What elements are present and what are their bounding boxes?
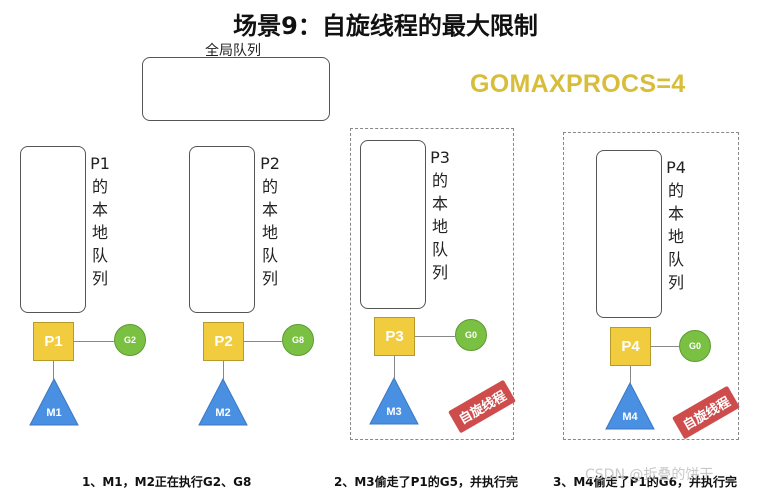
queue-label-line: 队 bbox=[431, 240, 448, 259]
m2-triangle bbox=[198, 378, 248, 426]
p2-processor: P2 bbox=[203, 322, 244, 361]
queue-label-line: 列 bbox=[261, 269, 278, 288]
p4-g-connector bbox=[651, 346, 679, 347]
queue-label-line: 队 bbox=[261, 246, 278, 265]
queue-label-line: 本 bbox=[667, 204, 684, 223]
queue-label-line: 列 bbox=[667, 273, 684, 292]
p2-local-queue-box bbox=[189, 146, 255, 313]
p3-g-connector bbox=[415, 336, 455, 337]
queue-label-line: 列 bbox=[91, 269, 108, 288]
global-queue-box bbox=[142, 57, 330, 121]
p2-m-connector bbox=[223, 361, 224, 379]
m1-triangle bbox=[29, 378, 79, 426]
p1-g-connector bbox=[74, 341, 114, 342]
queue-label-line: 本 bbox=[431, 194, 448, 213]
p1-m-connector bbox=[53, 361, 54, 379]
g8-goroutine: G8 bbox=[282, 324, 314, 356]
p1-processor: P1 bbox=[33, 322, 74, 361]
p3-local-queue-box bbox=[360, 140, 426, 309]
queue-label-line: 本 bbox=[261, 200, 278, 219]
g0-goroutine: G0 bbox=[679, 330, 711, 362]
queue-label-line: P3 bbox=[430, 148, 450, 167]
queue-label-line: P2 bbox=[260, 154, 280, 173]
queue-label-line: P4 bbox=[666, 158, 686, 177]
p4-m-connector bbox=[630, 366, 631, 383]
m2-label: M2 bbox=[215, 407, 231, 419]
p4-spin-group bbox=[563, 132, 739, 440]
caption-step-1: 1、M1，M2正在执行G2、G8 bbox=[82, 475, 252, 489]
m4-triangle bbox=[605, 382, 655, 430]
queue-label-line: P1 bbox=[90, 154, 110, 173]
p3-m-connector bbox=[394, 356, 395, 378]
queue-label-line: 本 bbox=[91, 200, 108, 219]
queue-label-line: 的 bbox=[91, 177, 108, 196]
m3-triangle bbox=[369, 377, 419, 425]
p3-spin-group bbox=[350, 128, 514, 440]
g2-goroutine: G2 bbox=[114, 324, 146, 356]
queue-label-line: 队 bbox=[91, 246, 108, 265]
p4-processor: P4 bbox=[610, 327, 651, 366]
queue-label-line: 的 bbox=[431, 171, 448, 190]
m1-label: M1 bbox=[46, 407, 62, 419]
m4-label: M4 bbox=[622, 411, 638, 423]
p1-local-queue-box bbox=[20, 146, 86, 313]
global-queue-label: 全局队列 bbox=[205, 43, 261, 59]
caption-step-3: 3、M4偷走了P1的G6，并执行完 bbox=[553, 475, 737, 489]
m3-label: M3 bbox=[386, 406, 402, 418]
gomaxprocs-label: GOMAXPROCS=4 bbox=[470, 70, 686, 98]
queue-label-line: 地 bbox=[261, 223, 278, 242]
queue-label-line: 队 bbox=[667, 250, 684, 269]
queue-label-line: 列 bbox=[431, 263, 448, 282]
queue-label-line: 的 bbox=[667, 181, 684, 200]
queue-label-line: 地 bbox=[431, 217, 448, 236]
queue-label-line: 的 bbox=[261, 177, 278, 196]
queue-label-line: 地 bbox=[667, 227, 684, 246]
p4-local-queue-box bbox=[596, 150, 662, 318]
csdn-watermark: CSDN @折叠的饼干 bbox=[585, 467, 714, 483]
diagram-title: 场景9：自旋线程的最大限制 bbox=[233, 12, 538, 40]
queue-label-line: 地 bbox=[91, 223, 108, 242]
p3-processor: P3 bbox=[374, 317, 415, 356]
p2-g-connector bbox=[244, 341, 282, 342]
g0-goroutine: G0 bbox=[455, 319, 487, 351]
caption-step-2: 2、M3偷走了P1的G5，并执行完 bbox=[334, 475, 518, 489]
